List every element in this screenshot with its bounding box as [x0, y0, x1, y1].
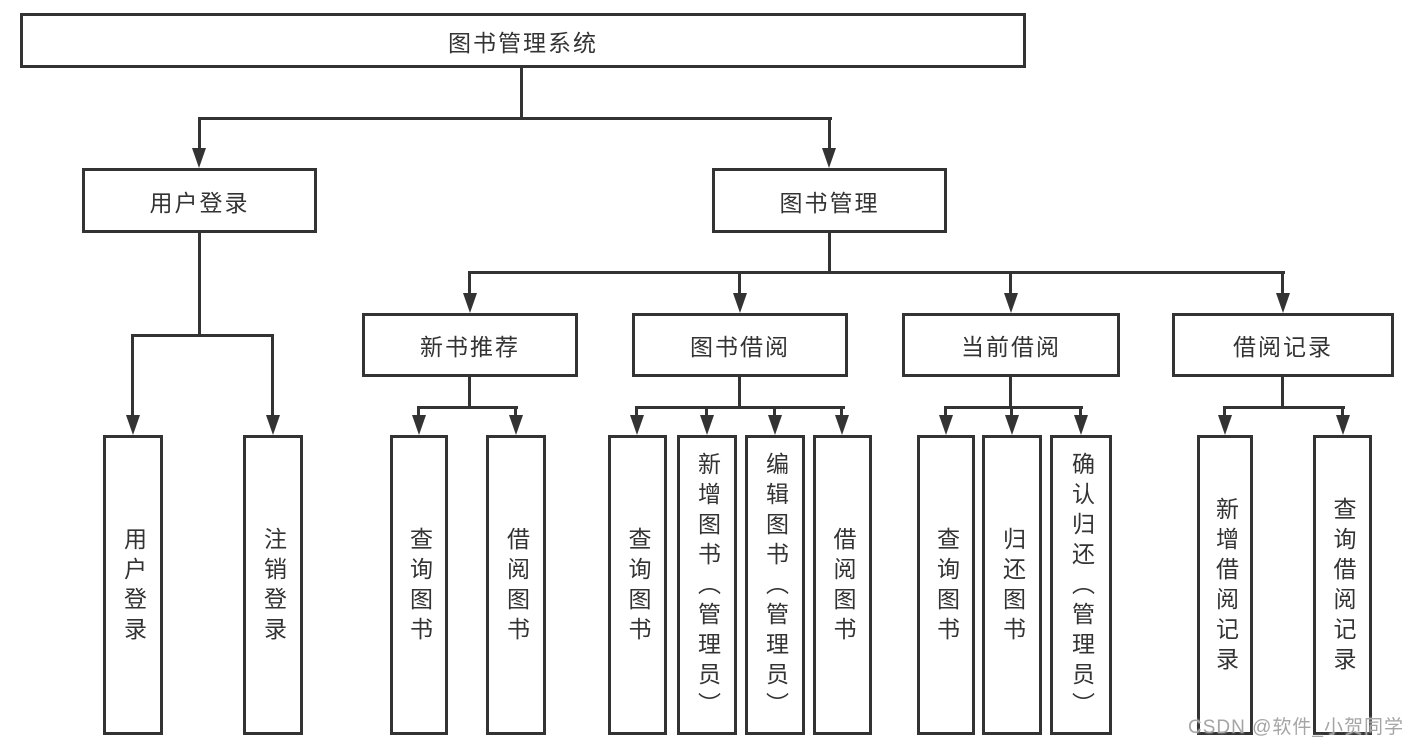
connector-line — [1281, 377, 1284, 409]
connector-line — [705, 406, 708, 418]
node-label: 新增借阅记录 — [1212, 497, 1239, 677]
leaf-query-borrow-record: 查询借阅记录 — [1313, 435, 1372, 735]
arrow-down-icon — [126, 415, 140, 435]
node-label: 查询图书 — [406, 527, 433, 647]
arrow-down-icon — [1218, 415, 1232, 435]
node-user-login: 用户登录 — [82, 168, 317, 233]
connector-line — [635, 406, 845, 409]
node-current-borrow: 当前借阅 — [902, 313, 1120, 377]
node-label: 查询图书 — [625, 527, 651, 647]
node-label: 查询图书 — [933, 527, 960, 647]
connector-line — [198, 117, 201, 151]
arrow-down-icon — [1276, 293, 1290, 313]
node-label: 借阅记录 — [1233, 334, 1333, 360]
connector-line — [271, 334, 274, 418]
leaf-user-login: 用户登录 — [103, 435, 163, 735]
connector-line — [1009, 377, 1012, 409]
node-book-borrow: 图书借阅 — [632, 313, 848, 377]
node-root-library-system: 图书管理系统 — [20, 13, 1026, 68]
node-label: 用户登录 — [120, 527, 147, 647]
connector-line — [131, 334, 134, 418]
connector-line — [635, 406, 638, 418]
node-label: 图书管理 — [779, 189, 880, 216]
node-label: 借阅图书 — [503, 527, 530, 647]
connector-line — [1009, 271, 1012, 297]
connector-line — [1281, 271, 1284, 297]
connector-line — [738, 271, 741, 297]
node-label: 图书管理系统 — [448, 29, 598, 56]
leaf-return-book: 归还图书 — [982, 435, 1042, 735]
node-label: 当前借阅 — [961, 334, 1061, 360]
connector-line — [738, 377, 741, 409]
connector-line — [840, 406, 843, 418]
leaf-query-books-1: 查询图书 — [390, 435, 448, 735]
connector-line — [468, 271, 471, 297]
arrow-down-icon — [822, 148, 836, 168]
connector-line — [1010, 406, 1013, 418]
arrow-down-icon — [463, 293, 477, 313]
node-label: 查询借阅记录 — [1330, 497, 1356, 677]
connector-line — [1341, 406, 1344, 418]
node-book-management: 图书管理 — [712, 168, 947, 233]
arrow-down-icon — [412, 415, 426, 435]
node-label: 确认归还（管理员） — [1068, 452, 1095, 722]
node-label: 归还图书 — [999, 527, 1026, 647]
connector-line — [468, 271, 1285, 274]
connector-line — [1223, 406, 1345, 409]
arrow-down-icon — [939, 415, 953, 435]
leaf-add-book-admin: 新增图书（管理员） — [677, 435, 737, 735]
connector-line — [1079, 406, 1082, 418]
leaf-query-books-2: 查询图书 — [608, 435, 667, 735]
leaf-borrow-books-2: 借阅图书 — [813, 435, 872, 735]
leaf-add-borrow-record: 新增借阅记录 — [1197, 435, 1253, 735]
node-new-book-recommend: 新书推荐 — [362, 313, 578, 377]
node-label: 借阅图书 — [830, 527, 856, 647]
connector-line — [773, 406, 776, 418]
leaf-logout: 注销登录 — [243, 435, 303, 735]
arrow-down-icon — [509, 415, 523, 435]
arrow-down-icon — [630, 415, 644, 435]
connector-line — [944, 406, 947, 418]
node-label: 新增图书（管理员） — [694, 452, 721, 722]
arrow-down-icon — [192, 148, 206, 168]
connector-line — [468, 377, 471, 409]
arrow-down-icon — [1074, 415, 1088, 435]
arrow-down-icon — [768, 415, 782, 435]
arrow-down-icon — [835, 415, 849, 435]
arrow-down-icon — [266, 415, 280, 435]
connector-line — [417, 406, 518, 409]
csdn-watermark: CSDN @软件_小贺同学 — [1188, 717, 1404, 738]
leaf-borrow-books-1: 借阅图书 — [486, 435, 546, 735]
connector-line — [944, 406, 1083, 409]
arrow-down-icon — [1004, 293, 1018, 313]
connector-line — [131, 334, 274, 337]
arrow-down-icon — [733, 293, 747, 313]
connector-line — [198, 117, 832, 120]
connector-line — [520, 68, 523, 118]
connector-line — [828, 117, 831, 151]
connector-line — [828, 233, 831, 274]
connector-line — [514, 406, 517, 418]
node-label: 注销登录 — [260, 527, 287, 647]
connector-line — [417, 406, 420, 418]
leaf-query-books-3: 查询图书 — [917, 435, 975, 735]
node-label: 图书借阅 — [690, 334, 790, 360]
node-label: 新书推荐 — [420, 334, 520, 360]
connector-line — [1223, 406, 1226, 418]
node-label: 用户登录 — [149, 189, 250, 216]
leaf-edit-book-admin: 编辑图书（管理员） — [745, 435, 805, 735]
connector-line — [198, 233, 201, 337]
arrow-down-icon — [1336, 415, 1350, 435]
arrow-down-icon — [700, 415, 714, 435]
node-label: 编辑图书（管理员） — [762, 452, 789, 722]
arrow-down-icon — [1005, 415, 1019, 435]
leaf-confirm-return-admin: 确认归还（管理员） — [1050, 435, 1112, 735]
node-borrow-records: 借阅记录 — [1172, 313, 1394, 377]
